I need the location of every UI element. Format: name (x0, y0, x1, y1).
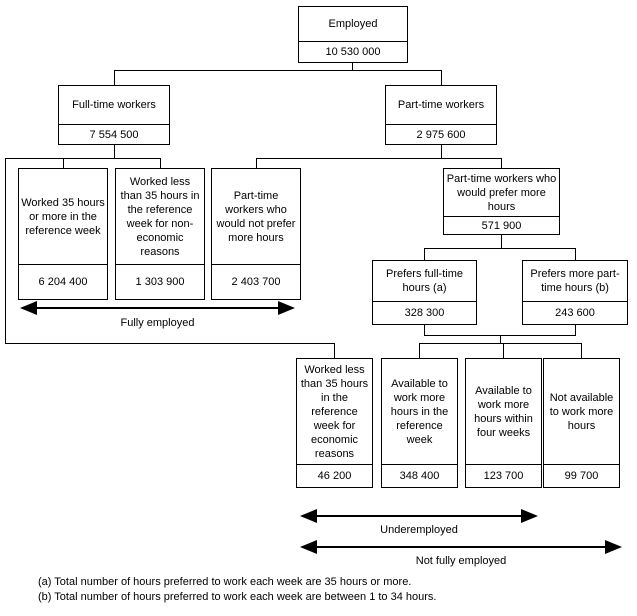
connector-line (5, 158, 6, 344)
connector-line (441, 70, 442, 85)
connector-line (503, 343, 504, 358)
not-fully-employed-label: Not fully employed (415, 555, 507, 567)
connector-line (424, 248, 425, 260)
connector-line (575, 248, 576, 260)
node-value: 243 600 (523, 301, 627, 324)
node-label: Part-time workers who would prefer more … (446, 172, 557, 213)
connector-line (5, 158, 161, 159)
connector-line (575, 325, 576, 335)
connector-line (424, 248, 576, 249)
node-worked-35-or-more: Worked 35 hours or more in the reference… (18, 168, 108, 300)
arrow-shaft (317, 546, 605, 548)
arrowhead-left-icon (20, 301, 37, 315)
connector-line (5, 343, 335, 344)
node-label: Worked less than 35 hours in the referen… (120, 175, 200, 258)
connector-line (419, 343, 420, 358)
connector-line (114, 70, 115, 85)
node-value: 123 700 (466, 464, 541, 487)
node-value: 7 554 500 (59, 124, 169, 144)
underemployed-arrow (300, 509, 538, 523)
arrow-shaft (37, 307, 278, 309)
connector-line (424, 325, 425, 335)
node-label: Employed (328, 18, 378, 30)
node-available-reference-week: Available to work more hours in the refe… (381, 358, 458, 488)
arrowhead-right-icon (278, 301, 295, 315)
connector-line (581, 343, 582, 358)
connector-line (441, 145, 442, 158)
connector-line (63, 158, 64, 168)
node-label: Available to work more hours within four… (474, 384, 533, 439)
node-label: Prefers more part-time hours (b) (530, 268, 620, 294)
node-value: 99 700 (544, 464, 619, 487)
node-employed: Employed 10 530 000 (298, 6, 408, 63)
connector-line (500, 335, 501, 343)
underemployed-label: Underemployed (380, 524, 458, 536)
connector-line (160, 158, 161, 168)
footnote-b: (b) Total number of hours preferred to w… (38, 591, 437, 603)
node-value: 2 403 700 (212, 264, 300, 299)
node-label: Full-time workers (72, 99, 156, 111)
node-full-time-workers: Full-time workers 7 554 500 (58, 85, 170, 145)
connector-line (114, 70, 442, 71)
node-label: Prefers full-time hours (a) (385, 268, 464, 294)
node-prefers-full-time: Prefers full-time hours (a) 328 300 (372, 260, 477, 325)
node-value: 571 900 (444, 216, 559, 234)
connector-line (352, 63, 353, 70)
arrowhead-left-icon (300, 509, 317, 523)
node-value: 46 200 (297, 464, 372, 487)
node-pt-would-prefer: Part-time workers who would prefer more … (443, 168, 560, 235)
connector-line (256, 158, 257, 168)
fully-employed-arrow (20, 301, 295, 315)
node-part-time-workers: Part-time workers 2 975 600 (385, 85, 497, 145)
node-not-available: Not available to work more hours 99 700 (543, 358, 620, 488)
node-label: Worked less than 35 hours in the referen… (300, 363, 369, 460)
connector-line (501, 158, 502, 168)
footnote-a: (a) Total number of hours preferred to w… (38, 576, 412, 588)
node-value: 328 300 (373, 301, 476, 324)
node-worked-less-economic: Worked less than 35 hours in the referen… (296, 358, 373, 488)
not-fully-employed-arrow (300, 540, 622, 554)
node-prefers-more-part-time: Prefers more part-time hours (b) 243 600 (522, 260, 628, 325)
connector-line (334, 343, 335, 358)
node-value: 6 204 400 (19, 264, 107, 299)
node-label: Part-time workers who would not prefer m… (216, 189, 296, 244)
arrowhead-right-icon (605, 540, 622, 554)
node-worked-less-non-economic: Worked less than 35 hours in the referen… (115, 168, 205, 300)
node-label: Part-time workers (397, 99, 485, 111)
connector-line (419, 343, 582, 344)
node-label: Worked 35 hours or more in the reference… (21, 196, 105, 237)
node-available-four-weeks: Available to work more hours within four… (465, 358, 542, 488)
arrowhead-left-icon (300, 540, 317, 554)
node-value: 2 975 600 (386, 124, 496, 144)
connector-line (114, 145, 115, 158)
node-value: 10 530 000 (299, 41, 407, 62)
fully-employed-label: Fully employed (120, 317, 195, 329)
arrowhead-right-icon (521, 509, 538, 523)
node-label: Available to work more hours in the refe… (390, 377, 449, 446)
node-pt-would-not-prefer: Part-time workers who would not prefer m… (211, 168, 301, 300)
arrow-shaft (317, 515, 521, 517)
node-value: 1 303 900 (116, 264, 204, 299)
node-label: Not available to work more hours (549, 391, 614, 432)
connector-line (501, 235, 502, 248)
connector-line (256, 158, 502, 159)
node-value: 348 400 (382, 464, 457, 487)
